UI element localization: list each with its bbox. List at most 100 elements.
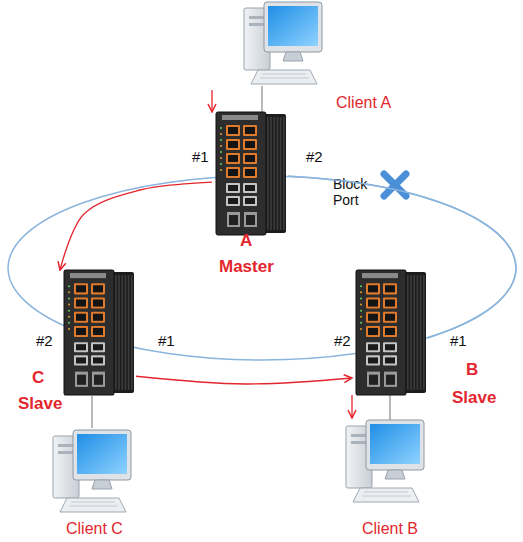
keyboard-keys: [362, 492, 411, 496]
switch-role: Slave: [18, 394, 62, 414]
rj45-port: [91, 342, 105, 352]
switch-rib: [115, 275, 117, 390]
rj45-socket: [93, 285, 103, 292]
switch-rib: [273, 117, 275, 230]
switch-rib: [283, 117, 285, 230]
rj45-socket: [385, 357, 395, 363]
keyboard-keys: [69, 502, 118, 506]
rj45-socket: [76, 357, 86, 363]
master-switch: AMaster: [212, 112, 288, 235]
sfp-socket: [386, 375, 395, 385]
rj45-port: [243, 153, 257, 164]
keyboard: [251, 70, 317, 84]
flow-arrow: [136, 376, 352, 384]
rj45-socket: [93, 357, 103, 363]
rj45-socket: [368, 328, 378, 335]
switch-rib: [121, 275, 123, 390]
switch-led: [68, 285, 70, 287]
sfp-port: [367, 372, 380, 387]
monitor-screen: [268, 6, 318, 46]
client-wire: [389, 395, 390, 420]
switch-role: Master: [219, 257, 274, 277]
switch-led: [220, 151, 222, 153]
switch-led: [220, 139, 222, 141]
switch-plate: [222, 115, 258, 120]
switch-led: [220, 157, 222, 159]
switch-rib: [128, 275, 130, 390]
switch-led: [68, 322, 70, 324]
computer-outline: [45, 428, 135, 518]
rj45-port: [366, 283, 380, 294]
rj45-port: [226, 139, 240, 150]
rj45-socket: [385, 299, 395, 306]
rj45-port: [226, 183, 240, 193]
rj45-socket: [76, 314, 86, 321]
rj45-port: [74, 342, 88, 352]
rj45-socket: [385, 314, 395, 321]
sfp-port: [227, 212, 240, 227]
tower-drive: [351, 441, 367, 444]
rj45-port: [91, 326, 105, 337]
rj45-port: [243, 196, 257, 206]
rj45-socket: [93, 344, 103, 350]
switch-led: [360, 328, 362, 330]
monitor-frame: [366, 420, 424, 470]
switch-rib: [420, 275, 422, 390]
monitor-frame: [264, 2, 322, 52]
rj45-socket: [93, 328, 103, 335]
switch-plate: [362, 273, 398, 278]
rj45-socket: [368, 344, 378, 350]
rj45-socket: [228, 185, 238, 191]
switch-rib: [131, 275, 133, 390]
sfp-port: [92, 372, 105, 387]
rj45-port: [383, 326, 397, 337]
rj45-socket: [76, 344, 86, 350]
monitor-stand: [385, 470, 405, 479]
keyboard-keys: [260, 74, 309, 78]
switch-led: [360, 291, 362, 293]
monitor-screen: [370, 424, 420, 464]
port-number: #1: [450, 332, 467, 349]
rj45-socket: [368, 314, 378, 321]
flow-arrow: [60, 182, 212, 270]
rj45-socket: [245, 185, 255, 191]
client-wire: [91, 395, 92, 428]
rj45-port: [383, 297, 397, 308]
switch-led: [68, 310, 70, 312]
sfp-socket: [246, 215, 255, 225]
keyboard: [60, 498, 126, 512]
sfp-port: [384, 372, 397, 387]
switch-rib: [270, 117, 272, 230]
monitor-frame: [73, 430, 131, 480]
switch-rib: [267, 117, 269, 230]
client-computer: Client C: [45, 428, 135, 518]
rj45-socket: [228, 155, 238, 162]
rj45-socket: [228, 198, 238, 204]
monitor-stand: [283, 52, 303, 61]
sfp-socket: [94, 375, 103, 385]
rj45-port: [91, 355, 105, 365]
client-label: Client A: [336, 94, 391, 112]
rj45-port: [366, 342, 380, 352]
port-number: #2: [334, 332, 351, 349]
rj45-port: [91, 312, 105, 323]
switch-led: [220, 127, 222, 129]
keyboard: [353, 488, 419, 502]
rj45-port: [226, 153, 240, 164]
sfp-socket: [369, 375, 378, 385]
rj45-port: [91, 283, 105, 294]
switch-led: [360, 285, 362, 287]
tower-drive: [58, 451, 74, 454]
rj45-socket: [228, 169, 238, 176]
rj45-port: [366, 355, 380, 365]
rj45-port: [383, 283, 397, 294]
rj45-port: [383, 342, 397, 352]
client-label: Client C: [66, 520, 123, 538]
switch-rib: [407, 275, 409, 390]
rj45-port: [226, 196, 240, 206]
flow-arrow: [351, 395, 352, 418]
switch-rib: [413, 275, 415, 390]
switch-outline: [60, 270, 136, 395]
rj45-socket: [228, 127, 238, 134]
rj45-socket: [385, 344, 395, 350]
